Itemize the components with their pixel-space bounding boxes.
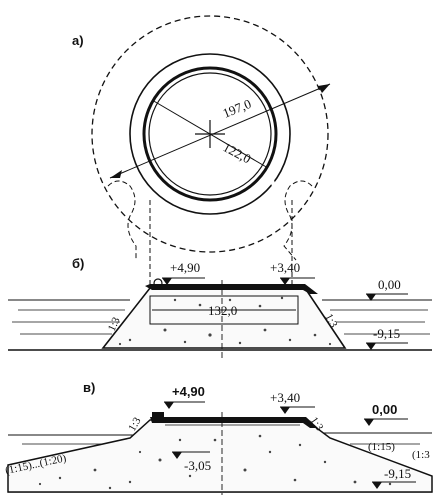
level-b-top-left: +4,90 — [170, 260, 200, 275]
slope-label-far-right-2: (1:3 — [412, 449, 430, 461]
top-block — [152, 412, 164, 418]
slope-label-far-right-1: (1:15) — [368, 441, 395, 453]
stipple-v — [38, 434, 392, 490]
level-triangle — [364, 419, 374, 426]
stipple-b — [118, 296, 332, 346]
water-lines-b — [8, 299, 432, 335]
level-triangle — [280, 278, 290, 285]
projection-line-right — [283, 180, 313, 261]
level-v-inner: -3,05 — [184, 458, 211, 473]
level-v-top-left: +4,90 — [172, 384, 205, 399]
revetment-top-v — [150, 417, 318, 428]
marker-circle — [153, 278, 163, 288]
level-triangle — [280, 407, 290, 414]
inner-diameter-label: 122,0 — [221, 139, 254, 166]
projection-line-left — [107, 180, 137, 260]
level-b-water: 0,00 — [378, 277, 401, 292]
ring-gap — [148, 76, 160, 90]
outer-diameter-line — [109, 83, 331, 179]
level-v-top-right: +3,40 — [270, 390, 300, 405]
outer-diameter-label: 197,0 — [221, 96, 254, 121]
panel-v-label: в) — [83, 380, 95, 395]
level-b-top-right: +3,40 — [270, 260, 300, 275]
level-triangle — [164, 402, 174, 409]
inner-diameter-line — [151, 99, 269, 169]
outer-ring — [129, 53, 291, 215]
arrow-head — [110, 170, 122, 178]
level-triangle — [172, 452, 182, 459]
inner-fill-b — [149, 295, 299, 325]
shaft-ring-inner — [148, 72, 272, 196]
level-v-bottom: -9,15 — [384, 466, 411, 481]
level-triangle — [366, 294, 376, 301]
slope-label-left-b: 1:3 — [106, 315, 123, 333]
level-b-bottom: -9,15 — [373, 326, 400, 341]
revetment-top-b — [145, 284, 318, 294]
water-lines-v — [8, 432, 432, 445]
level-triangle — [372, 482, 382, 489]
panel-a-label: а) — [72, 33, 84, 48]
arrow-head — [318, 84, 330, 93]
ring-gap — [267, 171, 276, 187]
level-triangle — [162, 278, 172, 285]
level-triangle — [366, 343, 376, 350]
island-fill-v — [7, 419, 433, 493]
island-fill-b — [101, 287, 347, 349]
outer-dashed-circle — [91, 15, 329, 253]
panel-b-label: б) — [72, 256, 84, 271]
berm-width-label: 132,0 — [208, 303, 237, 318]
level-v-water: 0,00 — [372, 402, 397, 417]
shaft-ring-outer — [142, 66, 278, 202]
